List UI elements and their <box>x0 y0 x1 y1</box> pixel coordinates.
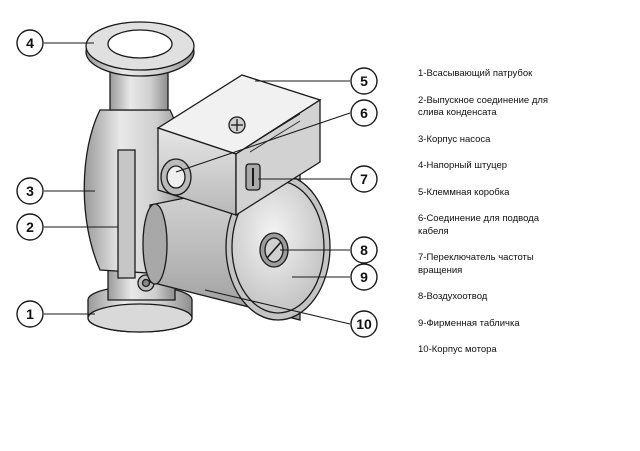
callout-1: 1 <box>16 300 44 328</box>
legend-item-10: 10-Корпус мотора <box>418 344 497 355</box>
callout-3: 3 <box>16 177 44 205</box>
callout-2-num: 2 <box>26 219 34 235</box>
legend-item-7: 7-Переключатель частоты вращения <box>418 252 534 276</box>
legend-item-1: 1-Всасывающий патрубок <box>418 68 533 79</box>
callout-10-num: 10 <box>356 316 372 332</box>
callout-6: 6 <box>350 99 378 127</box>
legend-item-2: 2-Выпускное соединение для слива конденс… <box>418 94 549 119</box>
legend-item-6: 6-Соединение для подвода кабеля <box>418 213 539 237</box>
callout-7-num: 7 <box>360 171 368 187</box>
legend-item-4: 4-Напорный штуцер <box>418 160 508 171</box>
callout-1-num: 1 <box>26 306 34 322</box>
callout-10: 10 <box>350 310 378 338</box>
callout-4-num: 4 <box>26 35 34 51</box>
callout-4: 4 <box>16 29 44 57</box>
legend: 1-Всасывающий патрубок 2-Выпускное соеди… <box>418 68 633 357</box>
leader-6 <box>175 112 351 173</box>
leader-10 <box>204 289 351 325</box>
callout-8-num: 8 <box>360 242 368 258</box>
callout-2: 2 <box>16 213 44 241</box>
legend-item-9: 9-Фирменная табличка <box>418 317 520 329</box>
motor-housing <box>142 173 331 321</box>
legend-item-8: 8-Воздухоотвод <box>418 291 488 302</box>
terminal-box <box>156 74 322 217</box>
callout-9-num: 9 <box>360 269 368 285</box>
callout-3-num: 3 <box>26 183 34 199</box>
callout-5: 5 <box>350 67 378 95</box>
legend-item-3: 3-Корпус насоса <box>418 133 491 145</box>
callout-5-num: 5 <box>360 73 368 89</box>
leader-lines <box>44 42 351 325</box>
legend-item-5: 5-Клеммная коробка <box>418 186 510 198</box>
callout-7: 7 <box>350 165 378 193</box>
callout-8: 8 <box>350 236 378 264</box>
callout-6-num: 6 <box>360 105 368 121</box>
callout-9: 9 <box>350 263 378 291</box>
